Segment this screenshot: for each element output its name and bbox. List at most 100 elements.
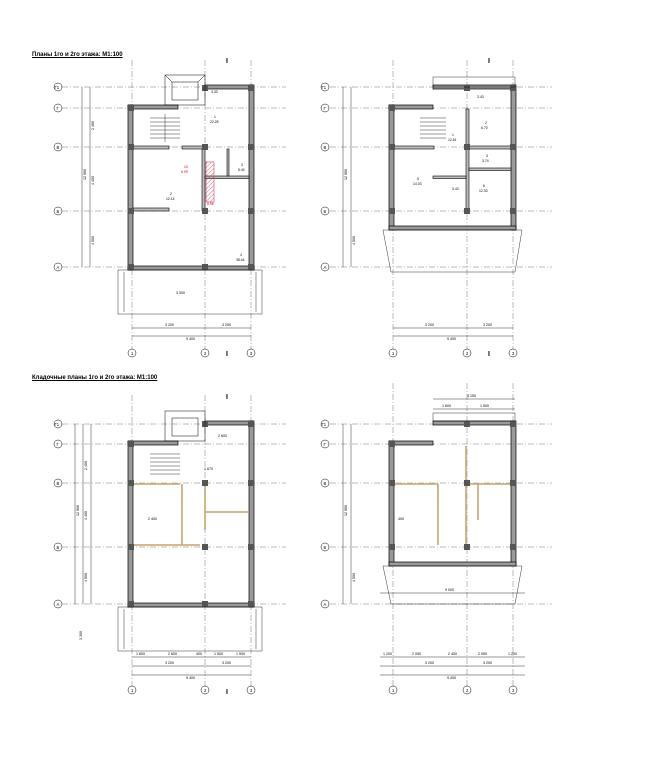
section-mark-bottom: I <box>226 351 228 358</box>
room-3-num: 3 <box>486 154 488 158</box>
stair-num: 10 <box>184 165 188 169</box>
axis-3: 3 <box>250 351 253 356</box>
dim-m8: 2 050 <box>412 652 421 656</box>
dim-wall: 400 <box>398 517 404 521</box>
dim-m7b: 1 200 <box>508 652 517 656</box>
plan-masonry-1: 1 600 2 600 400 1 500 1 500 3 200 3 200 … <box>53 394 286 696</box>
dim-span-b: 3 200 <box>222 323 231 327</box>
stair-area-b: 8.96 <box>207 202 214 206</box>
axis-a: А <box>57 265 60 270</box>
room-2-num: 2 <box>170 192 172 196</box>
axis-v: В <box>57 145 60 150</box>
floor-plans-title: Планы 1го и 2го этажа: М1:100 <box>32 52 123 58</box>
axis-1: 1 <box>131 351 134 356</box>
dim-span-b: 3 200 <box>483 323 492 327</box>
stair-flight <box>150 114 180 142</box>
room-3-area: 3.74 <box>482 159 489 163</box>
section-mark: I <box>226 58 228 65</box>
axis-2: 2 <box>204 351 207 356</box>
dim-v-b: 4 400 <box>91 176 95 185</box>
axis-3: 3 <box>512 688 515 693</box>
interior-walls <box>393 108 512 210</box>
axis-a: А <box>324 265 327 270</box>
axis-3: 3 <box>512 351 515 356</box>
dim-m3: 1 500 <box>480 404 489 408</box>
room-3-area: 5.40 <box>238 168 245 172</box>
stair-flight <box>420 117 446 139</box>
dim-span-a: 3 200 <box>425 661 434 665</box>
terrace <box>117 269 263 315</box>
dim-overall-w: 9 400 <box>186 337 195 341</box>
dim-m1: 1 600 <box>442 404 451 408</box>
dim-overall-h: 12 900 <box>83 169 87 180</box>
axis-bubbles <box>320 419 518 695</box>
axis-bubbles <box>53 419 256 695</box>
room-1-num: 1 <box>452 133 454 137</box>
dim-m3b: 1 500 <box>236 652 245 656</box>
dimension-lines <box>342 87 513 337</box>
room-2-area: 6.70 <box>481 126 488 130</box>
room-5-area: 3.33 <box>211 90 218 94</box>
dim-overall-h: 12 900 <box>76 505 80 516</box>
dim-m6: 9 000 <box>445 588 454 592</box>
stair-hatch <box>205 161 215 203</box>
section-mark: I <box>226 394 228 401</box>
masonry-plans-title: Кладочные планы 1го и 2го этажа: М1:100 <box>32 375 158 381</box>
plan-floor-1: 3 200 3 200 9 400 12 900 2 400 4 400 4 5… <box>53 58 286 358</box>
dim-m1: 1 600 <box>136 652 145 656</box>
dim-span-a: 3 200 <box>165 661 174 665</box>
dim-m5: 3 150 <box>467 394 476 398</box>
balcony <box>382 76 523 273</box>
axis-b: Б <box>324 209 327 214</box>
dim-m4: 2 400 <box>448 652 457 656</box>
exterior-walls <box>388 84 517 231</box>
room-4-num: 4 <box>240 253 242 257</box>
axis-g: Г <box>57 442 60 447</box>
axis-1: 1 <box>392 351 395 356</box>
brick-partitions <box>133 483 249 546</box>
dim-stair: 1 670 <box>204 467 213 471</box>
axis-g1: Г1 <box>322 85 327 90</box>
dim-span-b: 3 200 <box>483 661 492 665</box>
axis-g1: Г1 <box>55 85 60 90</box>
grid-lines <box>330 60 552 350</box>
room-6-num: 6 <box>483 184 485 188</box>
room-2-num: 2 <box>485 121 487 125</box>
dim-span-a: 3 200 <box>425 323 434 327</box>
dim-b-a: 4 500 <box>91 236 95 245</box>
dim-b-a: 4 500 <box>352 573 356 582</box>
dim-m8b: 2 050 <box>478 652 487 656</box>
room-1-area: 12.61 <box>448 138 457 142</box>
room-2-area: 12.14 <box>166 197 175 201</box>
axis-b: Б <box>324 545 327 550</box>
axis-2: 2 <box>204 688 207 693</box>
grid-lines <box>330 383 552 690</box>
dim-span-a: 3 200 <box>165 323 174 327</box>
axis-1: 1 <box>392 688 395 693</box>
axis-g1: Г1 <box>322 422 327 427</box>
plan-floor-2: 3 200 3 200 9 400 12 900 4 500 1 12.61 2… <box>320 58 552 358</box>
columns <box>389 421 516 550</box>
dimension-lines <box>81 87 251 337</box>
dim-g-v: 2 400 <box>84 461 88 470</box>
axis-g: Г <box>324 106 327 111</box>
axis-2: 2 <box>466 351 469 356</box>
axis-v: В <box>324 145 327 150</box>
room-5-area: 14.03 <box>413 182 422 186</box>
dimension-lines <box>74 424 251 676</box>
stair-flight <box>150 453 180 475</box>
dim-wall: 400 <box>196 652 202 656</box>
terrace <box>117 606 263 652</box>
axis-a: А <box>57 602 60 607</box>
exterior-walls <box>388 420 517 567</box>
room-6-area: 12.33 <box>479 189 488 193</box>
room-7-area: 3.43 <box>477 95 484 99</box>
axis-bubbles <box>53 82 256 358</box>
axis-v: В <box>57 481 60 486</box>
axis-g1: Г1 <box>55 422 60 427</box>
dim-overall-w: 9 400 <box>186 676 195 680</box>
columns <box>389 85 516 214</box>
axis-1: 1 <box>131 688 134 693</box>
axis-g: Г <box>324 442 327 447</box>
axis-b: Б <box>57 545 60 550</box>
